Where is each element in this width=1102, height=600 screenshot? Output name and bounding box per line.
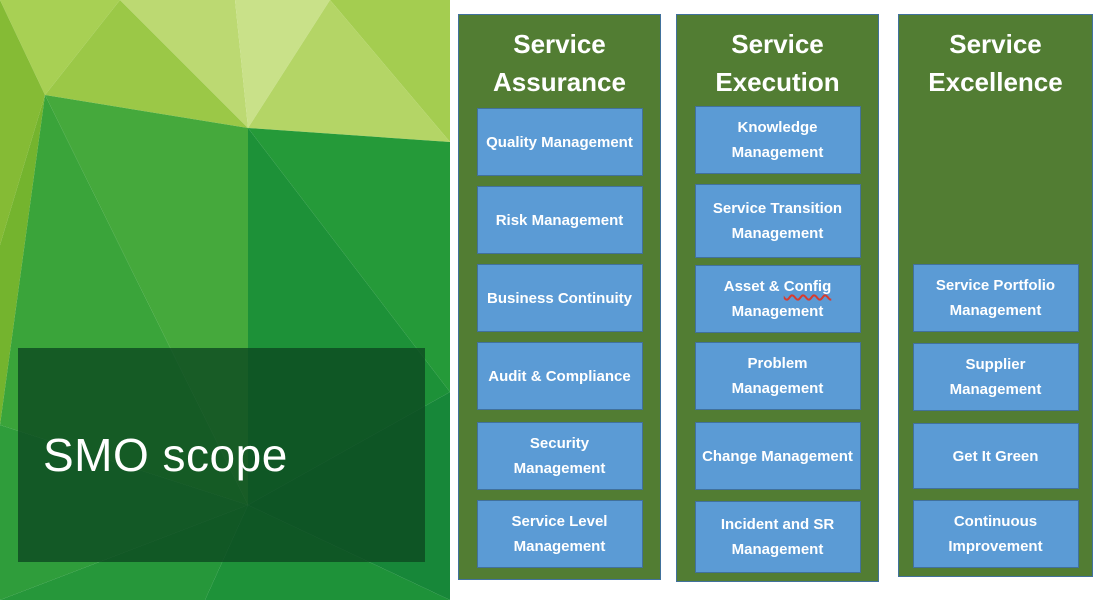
label-part: Asset & — [723, 278, 784, 295]
process-box-asset-config-management: Asset & Config Management — [694, 265, 861, 333]
process-box-label: Continuous Improvement — [948, 513, 1043, 555]
process-box-problem-management: Problem Management — [694, 342, 861, 410]
process-box-service-portfolio-management: Service Portfolio Management — [912, 264, 1079, 332]
process-box-incident-sr-management: Incident and SR Management — [694, 501, 861, 573]
process-box-quality-management: Quality Management — [476, 108, 643, 176]
process-box-label: Incident and SR Management — [720, 516, 835, 558]
spellcheck-underlined-word: Config — [783, 278, 832, 295]
column-header: Service Excellence — [928, 29, 1063, 97]
column-service-excellence: Service Excellence Service Portfolio Man… — [898, 14, 1093, 577]
label-part: Management — [731, 303, 824, 320]
process-box-label: Service Level Management — [511, 513, 608, 555]
process-box-business-continuity: Business Continuity — [476, 264, 643, 332]
process-box-label: Knowledge Management — [731, 119, 824, 161]
process-box-label: Change Management — [702, 447, 853, 465]
process-box-label: Service Transition Management — [712, 200, 843, 242]
slide-title: SMO scope — [43, 429, 288, 481]
column-header: Service Assurance — [493, 29, 626, 97]
process-box-label: Problem Management — [731, 355, 824, 397]
process-box-label: Security Management — [513, 435, 606, 477]
process-box-continuous-improvement: Continuous Improvement — [912, 500, 1079, 568]
process-box-label: Audit & Compliance — [488, 367, 631, 385]
process-box-change-management: Change Management — [694, 422, 861, 490]
process-box-label: Service Portfolio Management — [935, 277, 1056, 319]
process-box-label: Business Continuity — [486, 289, 632, 307]
process-box-label: Asset & Config Management — [702, 274, 854, 324]
process-box-audit-compliance: Audit & Compliance — [476, 342, 643, 410]
process-box-service-level-management: Service Level Management — [476, 500, 643, 568]
process-box-label: Get It Green — [952, 447, 1039, 465]
column-header: Service Execution — [715, 29, 840, 97]
process-box-label: Supplier Management — [949, 356, 1042, 398]
process-box-service-transition-management: Service Transition Management — [694, 184, 861, 258]
process-box-label: Quality Management — [486, 133, 633, 151]
process-box-knowledge-management: Knowledge Management — [694, 106, 861, 174]
lowpoly-background: SMO scope — [0, 0, 450, 600]
column-service-execution: Service Execution Knowledge Management S… — [676, 14, 879, 582]
process-box-supplier-management: Supplier Management — [912, 343, 1079, 411]
process-box-risk-management: Risk Management — [476, 186, 643, 254]
process-box-get-it-green: Get It Green — [912, 423, 1079, 489]
process-box-label: Risk Management — [495, 211, 624, 229]
process-box-security-management: Security Management — [476, 422, 643, 490]
title-box: SMO scope — [18, 348, 425, 562]
column-service-assurance: Service Assurance Quality Management Ris… — [458, 14, 661, 580]
